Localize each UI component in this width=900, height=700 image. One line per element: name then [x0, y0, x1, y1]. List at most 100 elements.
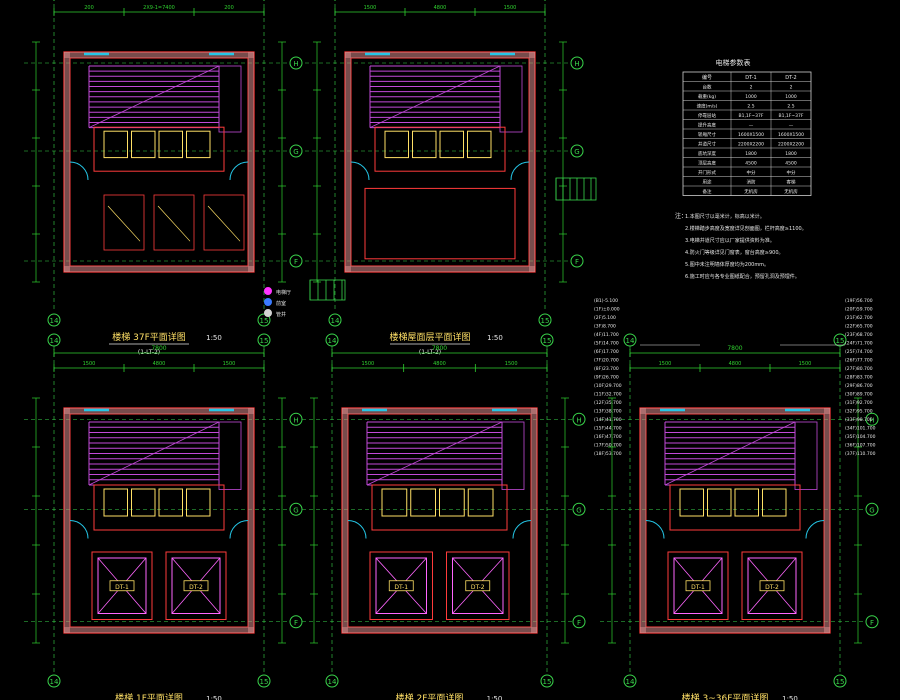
wall-outline — [344, 51, 536, 273]
axis-bubble: 15 — [540, 333, 554, 347]
table-cell: 1800 — [785, 151, 797, 157]
level-item: (28F)83.700 — [845, 375, 873, 381]
equipment-box — [439, 488, 465, 517]
stair-landing — [218, 421, 242, 490]
wall-fill — [342, 627, 537, 633]
dim-sub: 200 — [84, 5, 94, 11]
table-cell: 2200X2200 — [778, 142, 804, 148]
axis-bubble: F — [289, 615, 303, 629]
axis-label: 15 — [543, 678, 552, 686]
shaft-detail-line — [207, 205, 241, 242]
axis-bubble: G — [865, 502, 879, 516]
table-cell: B1,1F~37F — [739, 113, 764, 119]
plan-scale: 1:50 — [487, 334, 503, 342]
stair-arrow — [88, 421, 220, 486]
dim-sub: 1500 — [364, 5, 377, 11]
equipment-box — [467, 130, 492, 159]
stair-landing — [499, 65, 523, 133]
table-cell: 客梯 — [787, 179, 796, 186]
stair-arrow — [664, 421, 796, 486]
dim-sub: 1500 — [659, 361, 672, 367]
door-swing — [229, 520, 249, 539]
axis-circle — [47, 313, 61, 327]
table-header-cell: DT-2 — [785, 75, 796, 81]
elevator-tag-box — [759, 580, 785, 592]
equipment-box — [103, 488, 128, 517]
plan-title: 楼梯 37F平面详图 — [112, 331, 186, 343]
table-cell: B1,1F~37F — [779, 113, 804, 119]
axis-circle — [328, 313, 342, 327]
axis-label: H — [574, 60, 579, 68]
equipment-box — [158, 488, 183, 517]
wall-fill — [64, 408, 70, 633]
level-item: (6F)17.700 — [594, 349, 619, 355]
axis-circle — [47, 674, 61, 688]
axis-circle — [257, 313, 271, 327]
equipment-box — [158, 130, 183, 159]
level-item: (37F)110.700 — [845, 451, 876, 457]
wall-outline — [341, 407, 538, 634]
door-swing — [350, 161, 370, 181]
dim-sub: 2X9-1=7400 — [143, 5, 175, 11]
table-cell: 速度(m/s) — [697, 103, 718, 110]
axis-label: 15 — [541, 317, 550, 325]
door-swing — [69, 520, 89, 539]
equipment-box — [381, 488, 408, 517]
table-cell: 2.5 — [747, 104, 754, 110]
axis-label: F — [870, 619, 874, 627]
axis-bubble: H — [289, 412, 303, 426]
plan-title: 楼梯 1F平面详图 — [115, 692, 183, 700]
axis-bubble: G — [289, 144, 303, 158]
door-swing — [805, 520, 825, 539]
plan-scale: 1:50 — [206, 695, 222, 700]
equipment-box — [734, 488, 759, 517]
axis-bubble: 14 — [325, 333, 339, 347]
wall-fill — [824, 408, 830, 633]
wall-fill — [640, 408, 830, 414]
level-item: (7F)20.700 — [594, 358, 619, 364]
axis-label: 15 — [543, 337, 552, 345]
axis-bubble: F — [570, 254, 584, 268]
dim-overall: 7800 — [151, 345, 166, 352]
level-item: (13F)38.700 — [594, 409, 622, 415]
notes-line: 2.楼梯踏步高度及宽度详见剖面图，栏杆高度≥1100。 — [685, 225, 807, 232]
axis-circle — [623, 674, 637, 688]
axis-label: H — [293, 416, 298, 424]
table-cell: 中分 — [787, 169, 796, 176]
equipment-box — [412, 130, 437, 159]
table-cell: 备注 — [703, 188, 712, 195]
table-cell: 开门形式 — [698, 169, 716, 176]
axis-label: G — [574, 148, 579, 156]
level-item: (11F)32.700 — [594, 392, 622, 398]
axis-bubble: 14 — [325, 674, 339, 688]
elevator-tag-box — [465, 580, 491, 592]
level-item: (15F)44.700 — [594, 426, 622, 432]
plan-title: 楼梯 3~36F平面详图 — [682, 692, 769, 700]
notes-header: 注： — [675, 212, 687, 220]
legend-label: 电梯厅 — [276, 289, 291, 296]
axis-label: G — [869, 506, 874, 514]
wall-fill — [345, 52, 351, 272]
wall-fill — [64, 52, 254, 58]
axis-circle — [833, 674, 847, 688]
elevator-tag: DT-2 — [471, 584, 485, 591]
axis-bubble: 15 — [833, 674, 847, 688]
table-cell: 2 — [790, 85, 793, 91]
axis-label: 15 — [260, 678, 269, 686]
axis-bubble: 14 — [623, 674, 637, 688]
level-item: (14F)41.700 — [594, 417, 622, 423]
equipment-row — [103, 488, 211, 517]
level-item: (19F)56.700 — [845, 298, 873, 304]
wall-fill — [640, 408, 646, 633]
axis-label: 15 — [836, 337, 845, 345]
stair-flight — [366, 421, 503, 486]
wall-inner — [645, 413, 825, 628]
dim-sub: 4800 — [433, 361, 446, 367]
wall-fill — [640, 627, 830, 633]
axis-circle — [865, 412, 879, 426]
axis-label: F — [294, 619, 298, 627]
axis-bubble: 15 — [538, 313, 552, 327]
level-list: (B1)-5.100(1F)±0.000(2F)5.100(3F)8.700(4… — [594, 298, 876, 457]
